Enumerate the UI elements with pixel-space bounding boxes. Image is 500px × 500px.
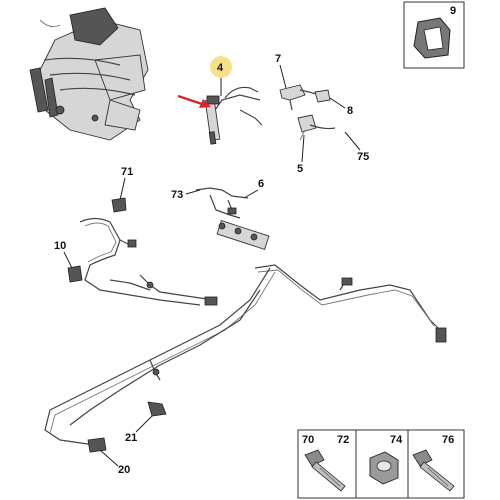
injector-assembly xyxy=(204,86,263,145)
red-arrow-head xyxy=(199,99,211,108)
callout-76: 76 xyxy=(442,434,454,446)
callout-75: 75 xyxy=(357,151,369,163)
callout-7: 7 xyxy=(275,53,281,65)
clip-part xyxy=(413,17,451,59)
callout-8: 8 xyxy=(347,105,353,117)
red-arrow xyxy=(177,94,203,106)
flange-bolt-76 xyxy=(412,449,455,492)
clip-71 xyxy=(111,197,127,213)
callout-70: 70 xyxy=(302,434,314,446)
callout-20: 20 xyxy=(118,464,130,476)
callout-4: 4 xyxy=(217,62,224,74)
callout-71: 71 xyxy=(121,166,133,178)
clip-10 xyxy=(67,265,83,283)
callout-72: 72 xyxy=(337,434,349,446)
callout-6: 6 xyxy=(258,178,264,190)
callout-21: 21 xyxy=(125,432,137,444)
callout-10: 10 xyxy=(54,240,66,252)
fuel-rail-assembly xyxy=(195,187,270,250)
callout-73: 73 xyxy=(171,189,183,201)
flange-bolt-70 xyxy=(304,449,346,492)
inset-bolt-70-72 xyxy=(297,429,357,499)
sensor-brackets xyxy=(279,84,336,141)
callout-4-highlight xyxy=(210,56,232,78)
clip-20 xyxy=(87,437,107,453)
clip-21 xyxy=(147,401,167,417)
callout-5: 5 xyxy=(297,163,303,175)
fuel-line-network xyxy=(44,217,447,446)
callout-74: 74 xyxy=(390,434,403,446)
callout-9: 9 xyxy=(450,5,456,17)
inset-bolt-76 xyxy=(407,429,465,499)
nut-74 xyxy=(369,451,399,485)
engine-assembly-illustration xyxy=(29,7,149,141)
